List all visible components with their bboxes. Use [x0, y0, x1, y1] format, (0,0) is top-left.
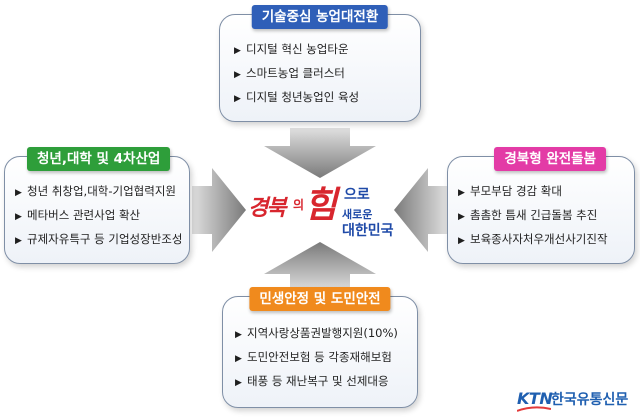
arrow-down [264, 128, 376, 178]
slogan-part1: 경북 [248, 196, 287, 221]
item-text: 도민안전보험 등 각종재해보험 [247, 350, 392, 364]
panel-left-list: ▶ 청년 취창업,대학-기업협력지원 ▶ 메타버스 관련사업 확산 ▶ 규제자유특구 등 … [15, 179, 182, 251]
panel-left: 청년,대학 및 4차산업 ▶ 청년 취창업,대학-기업협력지원 ▶ 메타버스 관련사업… [4, 147, 190, 264]
arrow-up [264, 242, 376, 292]
publisher-logo: KTN 한국유통신문 [517, 387, 637, 415]
panel-left-title: 청년,대학 및 4차산업 [27, 147, 171, 171]
item-text: 디지털 청년농업인 육성 [246, 90, 360, 104]
bullet-icon: ▶ [15, 236, 22, 246]
logo-swoosh-icon [517, 406, 551, 412]
panel-top: 기술중심 농업대전환 ▶ 디지털 혁신 농업타운 ▶ 스마트농업 클러스터 ▶ 디지털 청… [219, 5, 421, 122]
slogan-part6: 대한민국 [342, 223, 394, 239]
panel-left-item: ▶ 규제자유특구 등 기업성장반조성 [15, 227, 182, 251]
bullet-icon: ▶ [458, 236, 465, 246]
bullet-icon: ▶ [235, 378, 242, 388]
panel-bottom-item: ▶ 도민안전보험 등 각종재해보험 [235, 345, 398, 369]
panel-bottom-item: ▶ 태풍 등 재난복구 및 선제대응 [235, 369, 398, 393]
panel-right: 경북형 완전돌봄 ▶ 부모부담 경감 확대 ▶ 촘촘한 틈새 긴급돌봄 추진 ▶ 보육종사… [447, 147, 635, 264]
panel-left-item: ▶ 청년 취창업,대학-기업협력지원 [15, 179, 182, 203]
bullet-icon: ▶ [235, 354, 242, 364]
panel-right-title: 경북형 완전돌봄 [494, 147, 606, 171]
item-text: 지역사랑상품권발행지원(10%) [247, 326, 398, 340]
panel-right-item: ▶ 부모부담 경감 확대 [458, 179, 608, 203]
slogan-part2: 의 [293, 198, 305, 212]
item-text: 메타버스 관련사업 확산 [27, 208, 141, 222]
panel-bottom-item: ▶ 지역사랑상품권발행지원(10%) [235, 321, 398, 345]
panel-bottom-list: ▶ 지역사랑상품권발행지원(10%) ▶ 도민안전보험 등 각종재해보험 ▶ 태풍 등 재… [235, 321, 398, 393]
slogan-part5: 새로운 [342, 208, 373, 221]
item-text: 태풍 등 재난복구 및 선제대응 [247, 374, 389, 388]
slogan-part4: 으로 [344, 187, 370, 203]
item-text: 스마트농업 클러스터 [246, 66, 345, 80]
arrow-left [394, 168, 448, 252]
item-text: 촘촘한 틈새 긴급돌봄 추진 [470, 208, 598, 222]
panel-top-item: ▶ 디지털 청년농업인 육성 [234, 85, 359, 109]
item-text: 부모부담 경감 확대 [470, 184, 562, 198]
panel-top-list: ▶ 디지털 혁신 농업타운 ▶ 스마트농업 클러스터 ▶ 디지털 청년농업인 육성 [234, 37, 359, 109]
bullet-icon: ▶ [235, 330, 242, 340]
bullet-icon: ▶ [15, 188, 22, 198]
item-text: 청년 취창업,대학-기업협력지원 [27, 184, 176, 198]
bullet-icon: ▶ [15, 212, 22, 222]
panel-bottom-title: 민생안정 및 도민안전 [249, 287, 391, 311]
panel-top-title: 기술중심 농업대전환 [251, 5, 389, 29]
bullet-icon: ▶ [234, 94, 241, 104]
arrow-right [192, 168, 246, 252]
logo-mark: KTN [517, 389, 553, 408]
center-slogan: 경북 의 힘 으로 새로운 대한민국 [246, 176, 396, 244]
panel-right-item: ▶ 보육종사자처우개선사기진작 [458, 227, 608, 251]
panel-top-item: ▶ 스마트농업 클러스터 [234, 61, 359, 85]
bullet-icon: ▶ [458, 188, 465, 198]
panel-left-item: ▶ 메타버스 관련사업 확산 [15, 203, 182, 227]
bullet-icon: ▶ [458, 212, 465, 222]
logo-name: 한국유통신문 [551, 392, 629, 408]
bullet-icon: ▶ [234, 46, 241, 56]
item-text: 규제자유특구 등 기업성장반조성 [27, 232, 183, 246]
item-text: 디지털 혁신 농업타운 [246, 42, 349, 56]
bullet-icon: ▶ [234, 70, 241, 80]
panel-right-item: ▶ 촘촘한 틈새 긴급돌봄 추진 [458, 203, 608, 227]
panel-top-item: ▶ 디지털 혁신 농업타운 [234, 37, 359, 61]
panel-right-list: ▶ 부모부담 경감 확대 ▶ 촘촘한 틈새 긴급돌봄 추진 ▶ 보육종사자처우개선사기진작 [458, 179, 608, 251]
panel-bottom: 민생안정 및 도민안전 ▶ 지역사랑상품권발행지원(10%) ▶ 도민안전보험 등 각… [222, 287, 418, 408]
slogan-part3: 힘 [304, 185, 338, 226]
item-text: 보육종사자처우개선사기진작 [470, 232, 608, 246]
